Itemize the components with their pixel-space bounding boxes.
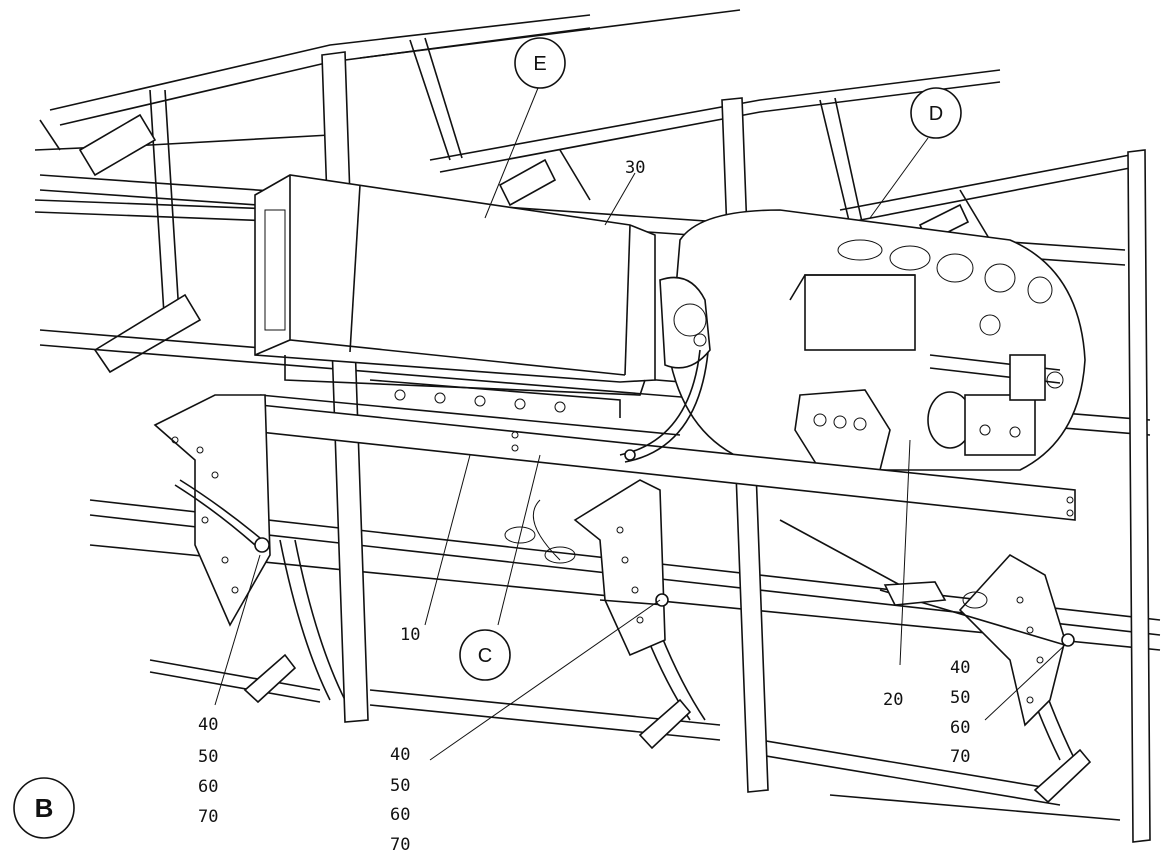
stack-center-item: 40 bbox=[390, 745, 410, 765]
stack-center-item: 60 bbox=[390, 805, 410, 825]
cylinder-unit bbox=[659, 209, 1086, 471]
upper-frame bbox=[34, 9, 1131, 331]
fastener-stack-right: 40 50 60 70 bbox=[950, 658, 970, 767]
stack-right-item: 50 bbox=[950, 688, 970, 708]
part-number-10: 10 bbox=[400, 625, 420, 645]
stack-left-item: 60 bbox=[198, 777, 218, 797]
leader-lines bbox=[214, 87, 1066, 761]
callout-d: D bbox=[910, 87, 962, 139]
callout-e: E bbox=[514, 37, 566, 89]
part-number-30: 30 bbox=[625, 158, 645, 178]
mount-plates bbox=[153, 394, 1075, 727]
callout-c-label: C bbox=[478, 645, 492, 667]
stack-center-item: 50 bbox=[390, 776, 410, 796]
stack-left-item: 40 bbox=[198, 715, 218, 735]
stack-left-item: 70 bbox=[198, 807, 218, 827]
stack-right-item: 60 bbox=[950, 718, 970, 738]
stack-center-item: 70 bbox=[390, 835, 410, 853]
stack-left-item: 50 bbox=[198, 747, 218, 767]
stack-right-item: 70 bbox=[950, 747, 970, 767]
view-label-b: B bbox=[13, 777, 75, 839]
left-brackets bbox=[78, 113, 970, 374]
electronics-box bbox=[254, 174, 656, 396]
callout-c: C bbox=[459, 629, 511, 681]
view-label-text: B bbox=[35, 793, 54, 823]
fastener-stack-left: 40 50 60 70 bbox=[198, 715, 218, 827]
lower-ribs bbox=[243, 539, 1092, 804]
stack-right-item: 40 bbox=[950, 658, 970, 678]
callout-d-label: D bbox=[929, 103, 943, 125]
part-number-20: 20 bbox=[883, 690, 903, 710]
callout-e-label: E bbox=[533, 53, 546, 75]
fastener-stack-center: 40 50 60 70 bbox=[390, 745, 410, 855]
